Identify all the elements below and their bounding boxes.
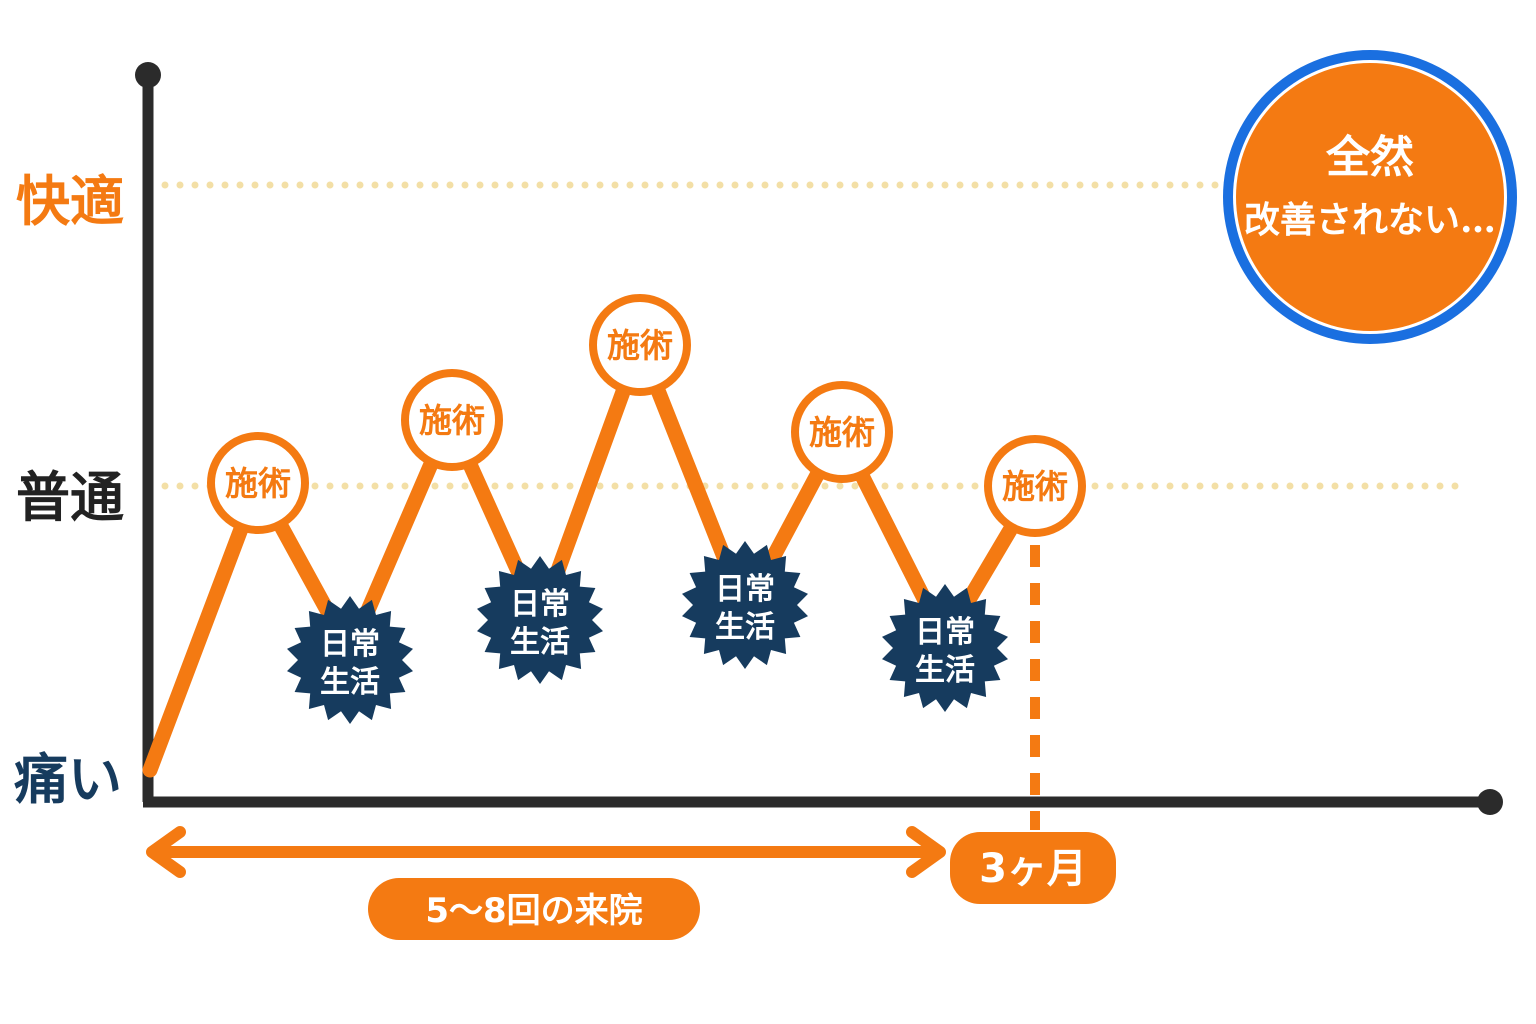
period-label-pill: 5〜8回の来院 — [368, 878, 700, 940]
period-arrow — [146, 826, 946, 878]
daily-life-badge-line2: 生活 — [715, 610, 775, 645]
daily-life-badge: 日常 生活 — [477, 556, 603, 684]
treatment-node-label: 施術 — [419, 401, 485, 440]
callout-line1: 全然 — [1325, 132, 1414, 183]
daily-life-badge-line1: 日常 — [915, 615, 975, 650]
treatment-node: 施術 — [589, 294, 691, 396]
progress-line — [142, 323, 1043, 778]
daily-life-badge-line1: 日常 — [320, 627, 380, 662]
daily-life-badge-line2: 生活 — [320, 665, 380, 700]
treatment-node: 施術 — [791, 381, 893, 483]
treatment-node: 施術 — [984, 435, 1086, 537]
period-arrow-left-head — [146, 826, 186, 878]
daily-life-badge-line1: 日常 — [510, 587, 570, 622]
daily-life-badge-line2: 生活 — [915, 653, 975, 688]
treatment-node-label: 施術 — [607, 326, 673, 365]
level-label-pain: 痛い — [14, 747, 122, 811]
no-improvement-callout: 全然 改善されない… — [1223, 50, 1517, 344]
treatment-node-label: 施術 — [809, 413, 875, 452]
treatment-node-label: 施術 — [225, 464, 291, 503]
daily-life-badge-line1: 日常 — [715, 572, 775, 607]
period-label-text: 5〜8回の来院 — [425, 891, 642, 931]
duration-label-text: 3ヶ月 — [979, 846, 1087, 892]
daily-life-badge: 日常 生活 — [287, 596, 413, 724]
treatment-node: 施術 — [401, 369, 503, 471]
x-axis-end-dot — [1477, 789, 1503, 815]
daily-life-badge: 日常 生活 — [882, 584, 1008, 712]
period-arrow-right-head — [906, 826, 946, 878]
daily-life-badge: 日常 生活 — [682, 541, 808, 669]
daily-life-badge-line2: 生活 — [510, 625, 570, 660]
level-label-normal: 普通 — [16, 465, 124, 529]
level-label-comfortable: 快適 — [16, 169, 124, 233]
treatment-node-label: 施術 — [1002, 467, 1068, 506]
y-axis-end-dot — [135, 62, 161, 88]
treatment-node: 施術 — [207, 432, 309, 534]
duration-label-pill: 3ヶ月 — [950, 832, 1116, 904]
callout-line2: 改善されない… — [1244, 199, 1496, 241]
